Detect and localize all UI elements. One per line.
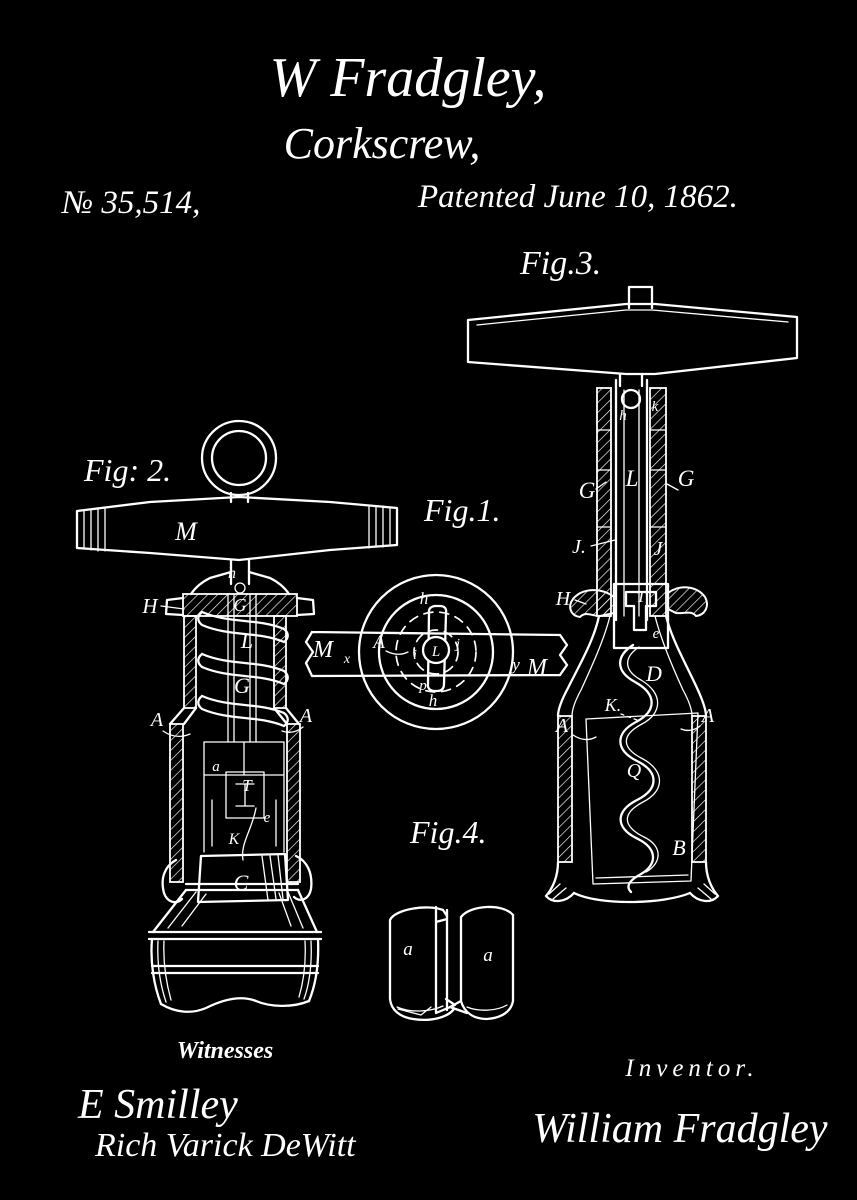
part-label: h (619, 408, 627, 424)
part-label: M (312, 637, 335, 663)
part-label: k (652, 399, 659, 415)
part-label: h (420, 589, 429, 608)
part-label: x (343, 652, 351, 667)
part-label: a (212, 759, 220, 775)
fig3-caption: Fig.3. (519, 245, 601, 282)
part-label: K. (604, 695, 622, 715)
part-label: K (228, 831, 241, 848)
part-label: G (678, 466, 695, 491)
part-label: G (579, 478, 596, 503)
inventor-signature: William Fradgley (532, 1106, 827, 1152)
part-label: Q (627, 760, 642, 782)
part-label: L (240, 628, 253, 653)
part-label: e (653, 626, 660, 642)
part-label: L (625, 466, 639, 491)
part-label: C (234, 870, 249, 895)
fig3-worm (618, 643, 655, 894)
part-label: J. (572, 536, 586, 558)
fig2-ring (200, 419, 278, 497)
fig1-bar (304, 630, 569, 678)
part-label: A (700, 705, 715, 727)
part-label: e (264, 810, 271, 826)
fig1-caption: Fig.1. (423, 492, 500, 528)
part-label: G (234, 595, 247, 615)
part-label: M (174, 517, 198, 546)
fig1-hub (421, 635, 451, 665)
fig2-screw (197, 610, 289, 644)
part-label: T (636, 587, 647, 606)
patent-title: W Fradgley, (270, 47, 547, 109)
fig3-drawing: Fig.3. h k G L G J. J H T e (466, 245, 799, 904)
part-label: M (526, 655, 549, 681)
witnesses-label: Witnesses (177, 1038, 273, 1064)
part-label: a (403, 939, 413, 960)
part-label: H (555, 588, 572, 610)
part-label: A (149, 709, 164, 731)
fig4-drawing: Fig.4. a a (388, 814, 515, 1021)
fig1-drawing: Fig.1. h M x A i L j y M p h (304, 492, 569, 731)
part-label: A (554, 715, 569, 737)
patent-number: № 35,514, (61, 185, 200, 221)
fig2-drawing: Fig: 2. M h H G A A L G (75, 419, 399, 1013)
part-label: j (454, 637, 460, 652)
fig2-handle (75, 495, 399, 562)
part-label: y (510, 655, 520, 674)
witness-signature: Rich Varick DeWitt (94, 1127, 357, 1164)
part-label: A (298, 705, 313, 727)
fig2-collar (182, 593, 298, 617)
part-label: B (672, 835, 685, 860)
part-label: T (242, 776, 253, 795)
fig3-handle (466, 302, 799, 376)
part-label: A (371, 632, 385, 653)
fig2-caption: Fig: 2. (83, 452, 171, 488)
part-label: p (418, 678, 427, 694)
witness-signature: E Smilley (77, 1082, 238, 1128)
part-label: h (228, 565, 236, 582)
patent-subtitle: Corkscrew, (284, 119, 481, 168)
part-label: J (654, 538, 664, 560)
part-label: i (413, 648, 417, 663)
inventor-label: Inventor. (624, 1055, 758, 1082)
part-label: a (483, 945, 493, 966)
part-label: L (431, 644, 440, 660)
part-label: H (141, 594, 159, 618)
patent-date: Patented June 10, 1862. (417, 179, 738, 215)
fig4-caption: Fig.4. (409, 814, 486, 850)
part-label: G (234, 673, 250, 698)
part-label: h (429, 691, 438, 710)
part-label: D (645, 661, 662, 686)
